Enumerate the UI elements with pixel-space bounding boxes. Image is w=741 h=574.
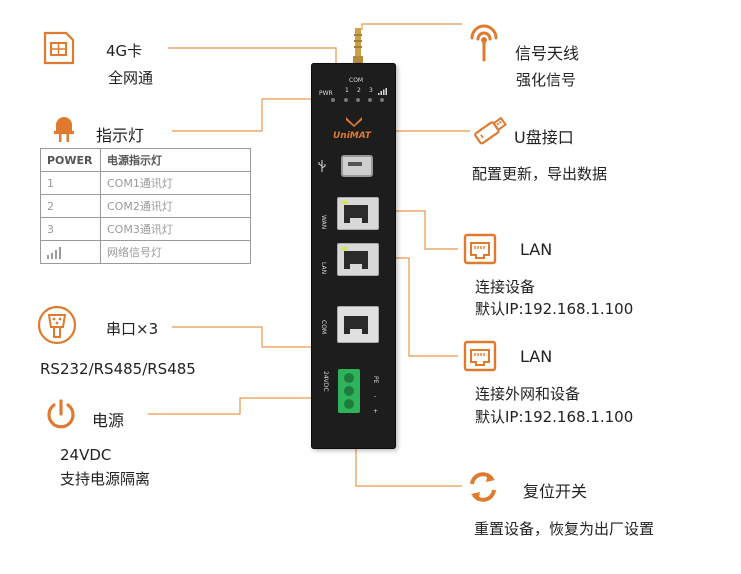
indicator-title: 指示灯	[96, 126, 145, 145]
power-icon	[47, 399, 75, 429]
lan1-subtitle: 连接设备	[475, 278, 536, 296]
device-pe-label: PE	[372, 376, 379, 384]
device-lan-label: LAN	[320, 262, 327, 275]
brand-logo: UniMAT	[333, 131, 371, 141]
antenna-title: 信号天线	[515, 44, 580, 63]
serial-title: 串口×3	[106, 320, 159, 338]
sim-subtitle: 全网通	[108, 69, 154, 87]
ethernet-port-icon	[463, 233, 497, 265]
device-led-num-2: 2	[357, 87, 361, 94]
reset-subtitle: 重置设备，恢复为出厂设置	[474, 520, 655, 538]
antenna-connector	[361, 23, 462, 30]
power-terminal	[338, 369, 360, 413]
signal-bars-icon	[47, 246, 61, 259]
device-com-port-label: COM	[320, 320, 327, 335]
antenna-icon	[470, 24, 498, 62]
device-minus-label: -	[374, 393, 377, 400]
device-plus-label: +	[373, 408, 379, 415]
power-subtitle: 支持电源隔离	[60, 470, 151, 488]
table-header-key: POWER	[40, 148, 101, 172]
table-cell-key: 3	[40, 217, 101, 241]
wan-port	[337, 197, 379, 230]
device-com-label: COM	[349, 77, 364, 84]
lan-port	[337, 243, 379, 276]
table-cell-desc: COM3通讯灯	[100, 217, 251, 241]
device-pwr-label: PWR	[319, 90, 333, 97]
led-3	[368, 98, 372, 102]
usb-title: U盘接口	[514, 128, 574, 147]
table-cell-desc: COM1通讯灯	[100, 171, 251, 195]
usb-drive-icon	[474, 116, 507, 145]
serial-port-icon	[37, 305, 77, 345]
led-pwr	[331, 98, 335, 102]
table-cell-key: 2	[40, 194, 101, 218]
table-cell-key	[40, 240, 101, 264]
usb-subtitle: 配置更新，导出数据	[472, 165, 608, 183]
table-row: 2 COM2通讯灯	[40, 194, 251, 218]
ethernet-port-icon	[463, 340, 497, 372]
power-connector	[148, 397, 330, 415]
led-1	[344, 98, 348, 102]
device-wan-label: WAN	[320, 215, 327, 230]
usb-symbol-icon	[318, 160, 326, 172]
lan1-ip: 默认IP:192.168.1.100	[475, 300, 634, 318]
usb-port	[341, 155, 373, 177]
device-vdc-label: 24VDC	[322, 371, 329, 392]
led-2	[356, 98, 360, 102]
table-cell-desc: 网络信号灯	[100, 240, 251, 264]
brand-logo-mark	[346, 117, 362, 127]
serial-subtitle: RS232/RS485/RS485	[40, 360, 196, 378]
sim-card-icon	[43, 31, 75, 65]
table-row: 1 COM1通讯灯	[40, 171, 251, 195]
antenna-subtitle: 强化信号	[516, 71, 577, 89]
table-row: 3 COM3通讯灯	[40, 217, 251, 241]
table-header-desc: 电源指示灯	[100, 148, 251, 172]
antenna-connector-part	[353, 28, 363, 66]
reset-icon	[470, 472, 496, 502]
lan2-ip: 默认IP:192.168.1.100	[475, 408, 634, 426]
table-cell-key: 1	[40, 171, 101, 195]
lan1-title: LAN	[520, 240, 553, 259]
table-header-row: POWER 电源指示灯	[40, 148, 251, 172]
lan2-title: LAN	[520, 347, 553, 366]
reset-title: 复位开关	[523, 482, 588, 501]
router-device: COM PWR 1 2 3 UniMAT WAN LAN COM 24VDC P…	[311, 63, 396, 449]
device-led-num-3: 3	[369, 87, 373, 94]
power-title: 电源	[92, 411, 125, 430]
sim-title: 4G卡	[106, 42, 143, 60]
power-voltage: 24VDC	[60, 446, 112, 464]
com-port	[337, 306, 379, 343]
led-signal	[380, 98, 384, 102]
indicator-light-icon	[54, 117, 74, 142]
table-row: 网络信号灯	[40, 240, 251, 264]
lan1-connector	[375, 210, 458, 250]
device-signal-icon	[378, 88, 387, 95]
indicator-table: POWER 电源指示灯 1 COM1通讯灯 2 COM2通讯灯 3 COM3通讯…	[40, 148, 251, 264]
table-cell-desc: COM2通讯灯	[100, 194, 251, 218]
device-led-num-1: 1	[345, 87, 349, 94]
lan2-subtitle: 连接外网和设备	[475, 385, 581, 403]
reset-connector	[355, 449, 462, 487]
